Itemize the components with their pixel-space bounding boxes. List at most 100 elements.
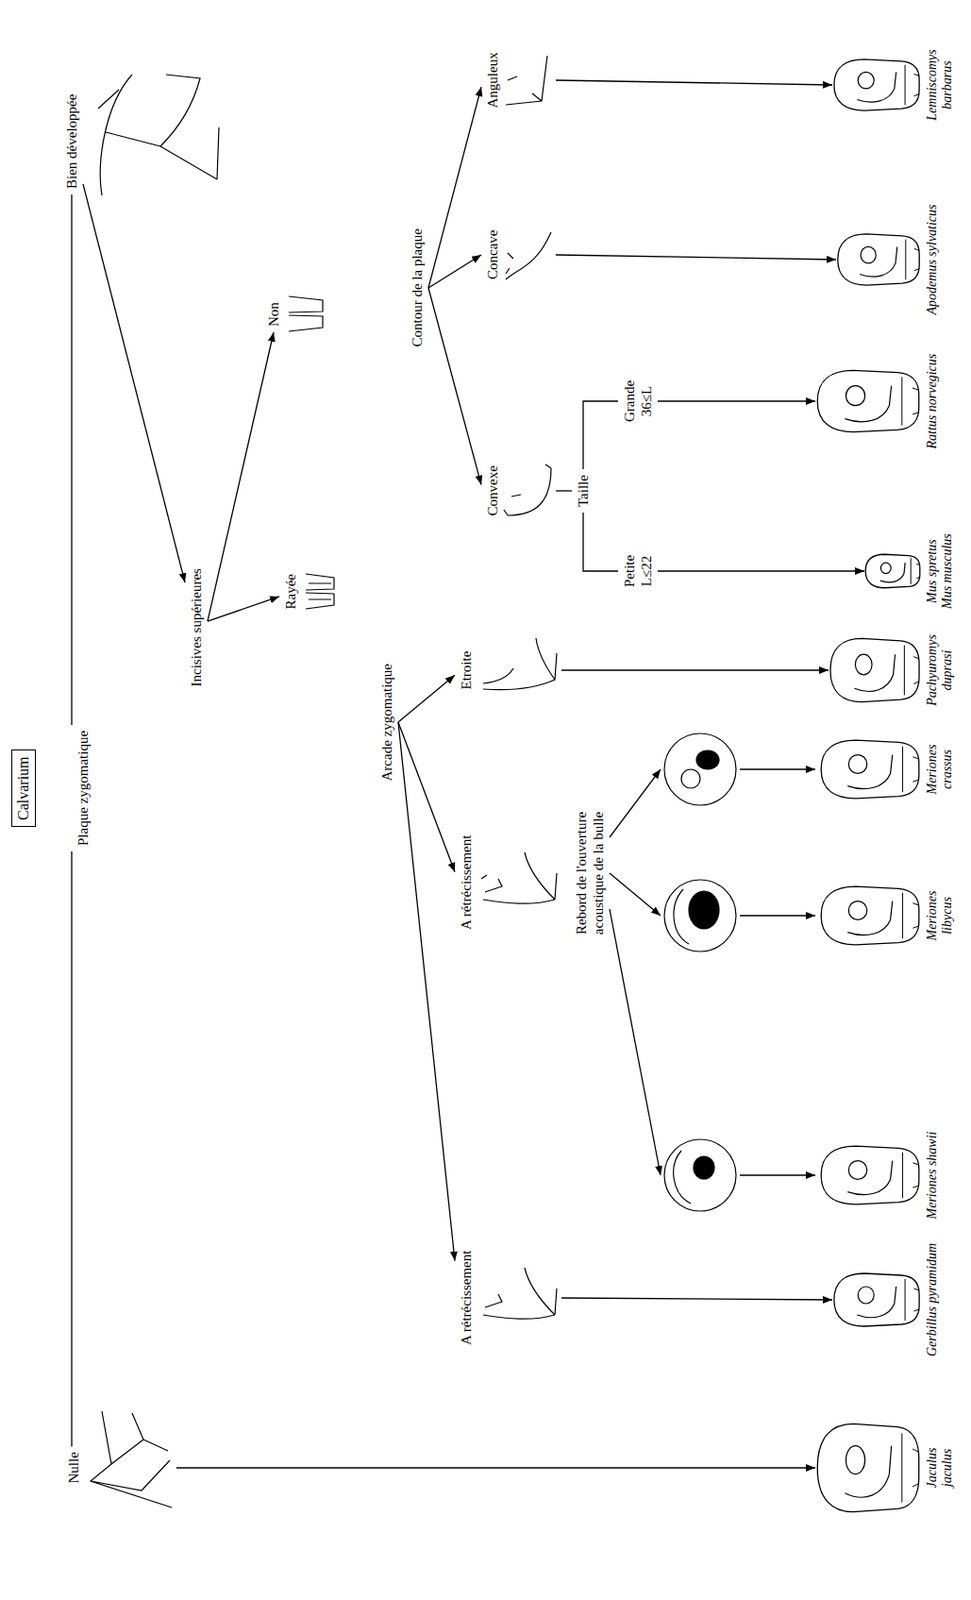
species-name: Jaculus jaculus <box>924 1435 955 1500</box>
species-name: Rattus norvegicus <box>924 353 940 450</box>
key-text: Anguleux <box>484 51 502 108</box>
species-node: Meriones libycus <box>660 877 958 954</box>
auditory-bulla-drawing <box>681 769 701 788</box>
character-heading: Contour de la plaque <box>405 222 429 352</box>
species-node: Rattus norvegicus <box>815 348 943 455</box>
connector-arrow <box>657 569 865 571</box>
connector-arrow <box>609 908 661 1175</box>
skull-drawing <box>817 369 920 432</box>
skull-drawing <box>820 739 920 799</box>
auditory-bulla-drawing <box>664 879 737 952</box>
auditory-bulla-drawing <box>673 1150 691 1204</box>
plate-contour-drawing <box>503 464 552 516</box>
zygomatic-arch-drawing <box>483 637 557 690</box>
species-node: Lemniscomys barbarus <box>832 37 958 133</box>
auditory-bulla-drawing <box>693 1155 715 1179</box>
skull-drawing <box>834 59 920 111</box>
character-state: Etroite <box>454 645 562 696</box>
zygomatic-plate-drawing <box>98 74 219 196</box>
connector-arrow <box>207 596 280 621</box>
auditory-bulla-drawing <box>673 888 689 944</box>
character-heading: Incisives supérieures <box>184 562 208 692</box>
character-state: Convexe <box>481 459 556 521</box>
skull-drawing <box>865 553 921 587</box>
species-name: Apodemus sylvaticus <box>924 203 940 315</box>
character-heading: Plaque zygomatique <box>71 724 95 852</box>
character-state: A rétrécissement <box>454 829 562 936</box>
key-text: Rebord de l'ouverture acoustique de la b… <box>572 788 607 957</box>
connector-arrow <box>555 254 837 260</box>
character-state: Nulle <box>62 1445 177 1489</box>
key-text: Arcade zygomatique <box>378 663 396 782</box>
incisor-drawing <box>305 573 335 609</box>
skull-drawing <box>820 1145 920 1205</box>
key-text: 36≤L <box>637 380 655 422</box>
auditory-bulla-drawing <box>664 733 737 805</box>
species-name: Mus musculus <box>939 533 955 609</box>
key-text: Grande <box>620 380 638 422</box>
species-node: Meriones shawii <box>660 1125 943 1225</box>
incisor-drawing <box>288 296 335 609</box>
connector-arrow <box>398 721 455 872</box>
character-heading: Taille <box>571 468 595 513</box>
auditory-bulla-drawing <box>664 879 737 952</box>
bulla-arrow <box>739 769 816 1175</box>
zygomatic-arch-drawing <box>481 852 557 904</box>
skull-drawing <box>830 637 920 702</box>
incisor-drawing <box>288 296 323 332</box>
auditory-bulla-drawing <box>664 1138 737 1211</box>
character-state: Concave <box>481 224 556 285</box>
key-text: Rayée <box>282 573 300 609</box>
character-state: Bien développée <box>60 88 84 195</box>
species-name: Meriones crassus <box>924 736 955 802</box>
connector-arrow <box>657 400 816 402</box>
species-node: Pachyuromys duprasi <box>828 622 958 718</box>
key-text: Petite <box>620 554 638 587</box>
key-text: Etroite <box>457 651 475 690</box>
skull-drawing <box>817 59 921 1512</box>
connector-arrow <box>398 674 455 722</box>
connector-arrow <box>207 332 274 621</box>
connector-arrow <box>83 184 185 583</box>
auditory-bulla-drawing <box>664 733 737 1211</box>
zygomatic-arch-drawing <box>483 1267 557 1319</box>
connector-line <box>70 851 72 1447</box>
skull-drawing <box>834 1272 920 1326</box>
key-text: Contour de la plaque <box>408 228 426 347</box>
key-text: Taille <box>574 474 592 507</box>
character-state: Rayée <box>279 568 337 615</box>
key-text: Incisives supérieures <box>187 568 205 687</box>
key-text: Bien développée <box>63 94 81 189</box>
skull-drawing <box>837 234 920 285</box>
key-text: Plaque zygomatique <box>74 730 92 846</box>
bulla-arrow <box>739 768 816 770</box>
species-name: Pachyuromys duprasi <box>924 628 955 712</box>
connector-arrow <box>555 80 833 85</box>
species-name: Lemniscomys barbarus <box>924 43 955 127</box>
key-text: L≤22 <box>637 554 655 587</box>
connector-arrow <box>176 1466 816 1468</box>
species-node: Apodemus sylvaticus <box>836 198 943 320</box>
plate-contour-drawing <box>505 232 552 280</box>
zygomatic-plate-drawing <box>90 1410 172 1507</box>
connector-arrow <box>609 872 661 916</box>
key-text: Concave <box>484 230 502 280</box>
key-text: Convexe <box>484 465 502 516</box>
species-name: Meriones shawii <box>924 1131 940 1220</box>
character-heading: Rebord de l'ouverture acoustique de la b… <box>569 783 610 963</box>
connector-line <box>583 401 619 469</box>
connector-arrow <box>428 86 482 288</box>
auditory-bulla-drawing <box>664 1138 737 1211</box>
character-state: Non <box>262 296 326 333</box>
connector-line <box>70 194 72 725</box>
plate-contour-drawing <box>503 55 552 516</box>
auditory-bulla-drawing <box>664 733 737 805</box>
plate-contour-drawing <box>505 55 548 105</box>
species-name: Gerbillus pyramidum <box>924 1242 940 1357</box>
character-state: Anguleux <box>481 46 556 114</box>
character-state: A rétrécissement <box>454 1244 562 1351</box>
connector-line <box>583 512 619 571</box>
species-node: Jaculus jaculus <box>815 1429 958 1506</box>
connector-arrow <box>561 1297 833 1300</box>
